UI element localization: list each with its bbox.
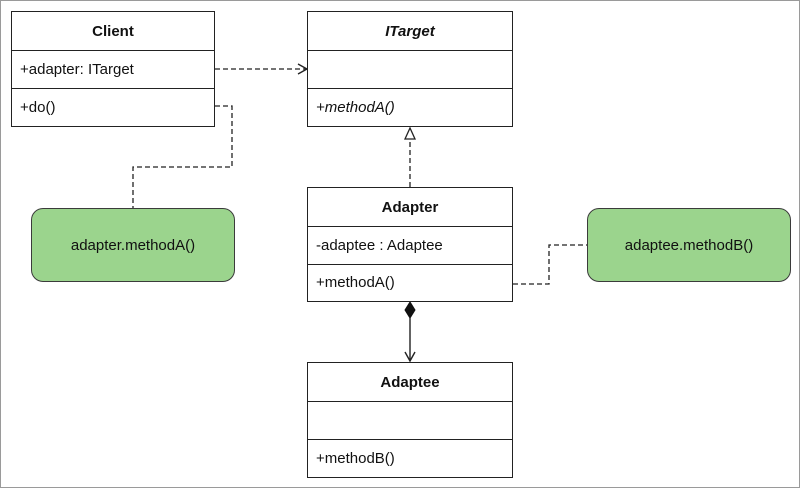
class-adaptee-name: Adaptee (380, 373, 440, 391)
realization-arrowhead (403, 126, 417, 140)
class-adapter-name: Adapter (381, 198, 439, 216)
class-client-attribute: +adapter: ITarget (12, 50, 214, 88)
note-adapter-call: adaptee.methodB() (587, 208, 791, 282)
class-itarget[interactable]: ITarget +methodA() (307, 11, 513, 127)
class-itarget-name: ITarget (385, 22, 435, 40)
note-link-adapter (513, 244, 587, 285)
class-client-operation: +do() (12, 88, 214, 125)
class-adapter[interactable]: Adapter -adaptee : Adaptee +methodA() (307, 187, 513, 302)
class-client[interactable]: Client +adapter: ITarget +do() (11, 11, 215, 127)
class-itarget-attributes (308, 50, 512, 88)
class-adaptee[interactable]: Adaptee +methodB() (307, 362, 513, 478)
class-adaptee-operation: +methodB() (308, 439, 512, 476)
class-itarget-operation: +methodA() (308, 88, 512, 125)
composition-diamond (404, 301, 416, 319)
note-link-client (132, 105, 233, 208)
class-client-name: Client (92, 22, 134, 40)
note-client-call: adapter.methodA() (31, 208, 235, 282)
class-adapter-attribute: -adaptee : Adaptee (308, 226, 512, 264)
class-adaptee-attributes (308, 401, 512, 439)
class-adapter-operation: +methodA() (308, 264, 512, 300)
